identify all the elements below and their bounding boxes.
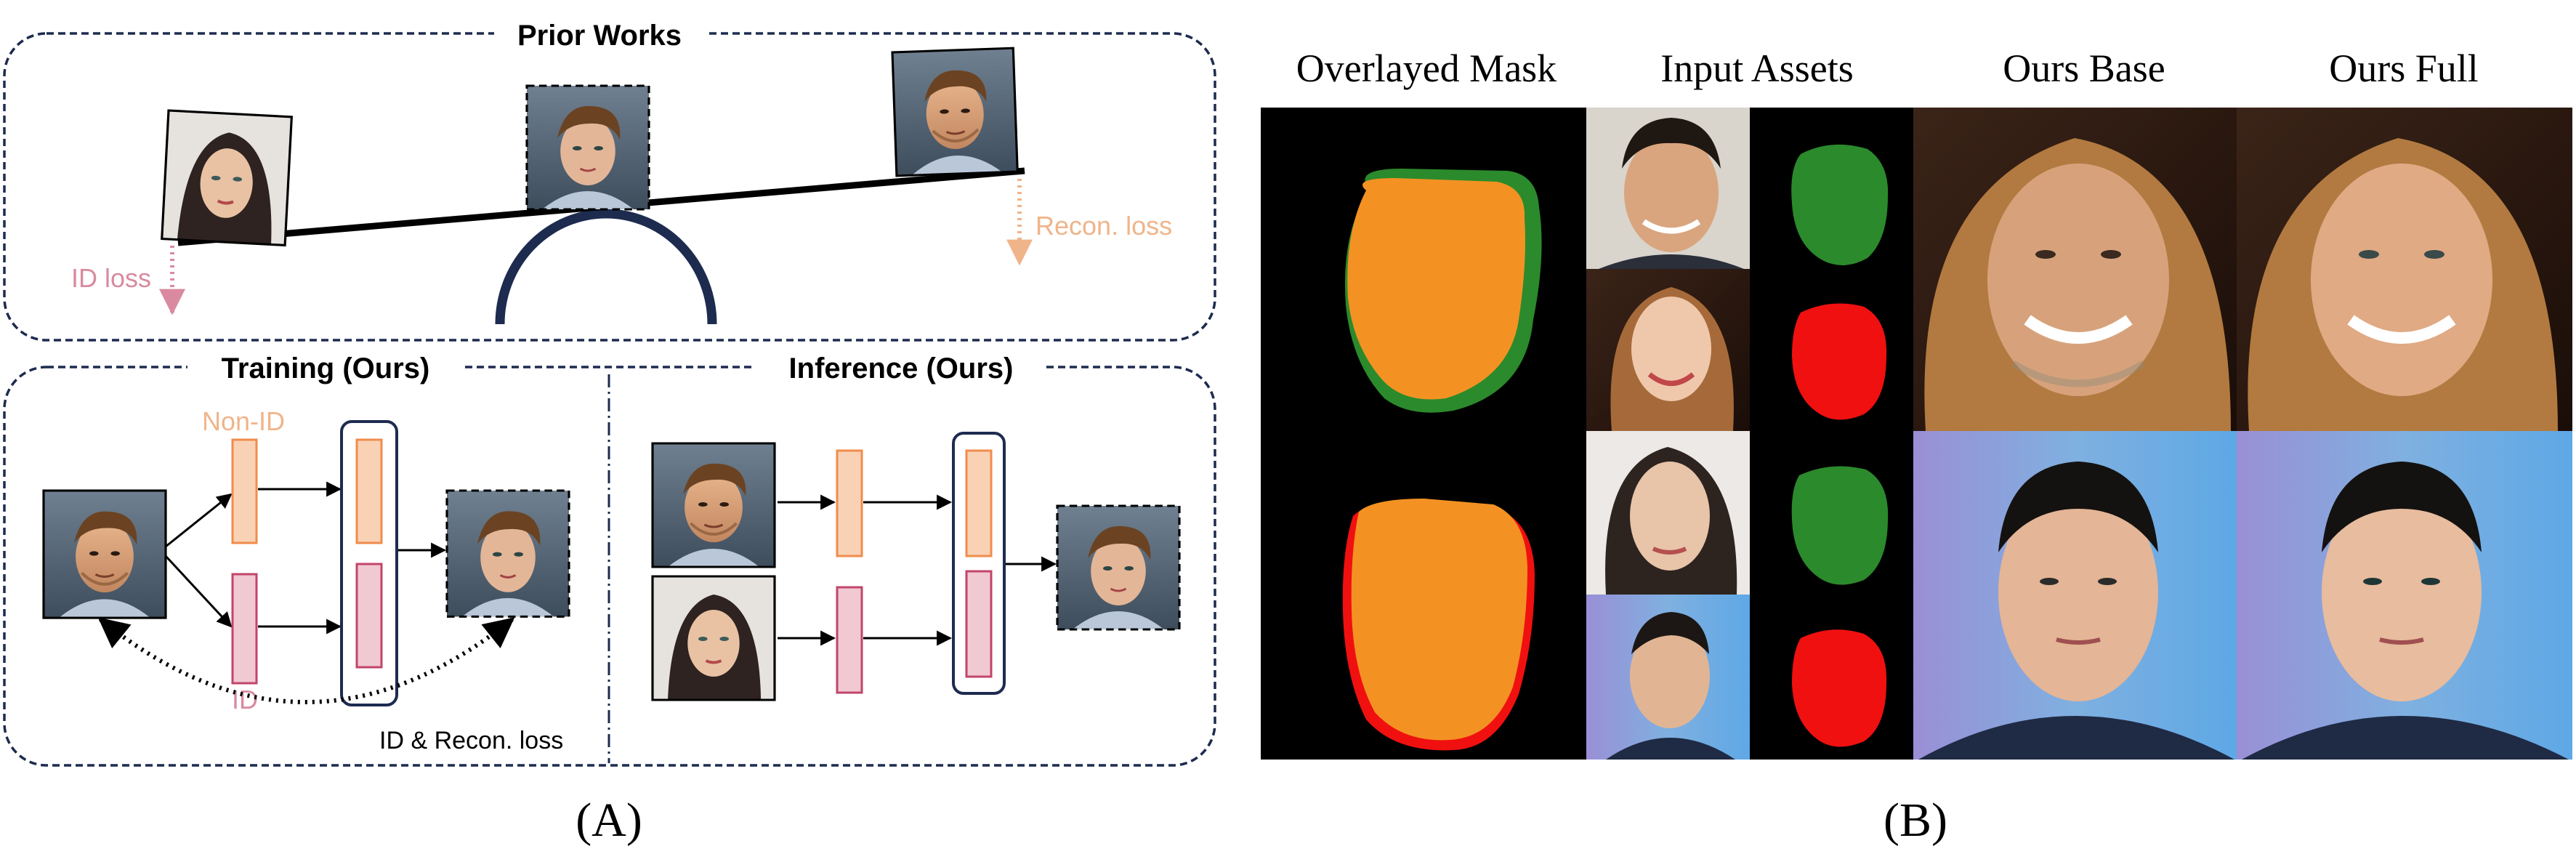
- inference-id-embedding: [836, 586, 863, 694]
- swapped-portrait-seesaw: [525, 84, 650, 211]
- input-asset-photo-1: [1586, 108, 1750, 269]
- mask-green-1: [1791, 144, 1889, 265]
- woman-portrait-seesaw: [162, 110, 292, 245]
- col-ours-base: Ours Base: [2003, 47, 2165, 90]
- id-recon-loss-curve: [97, 617, 515, 704]
- training-input-portrait: [44, 491, 166, 618]
- col-overlayed-mask: Overlayed Mask: [1296, 47, 1556, 90]
- inference-woman-portrait: [653, 576, 775, 700]
- id-recon-loss-label: ID & Recon. loss: [379, 727, 563, 754]
- mask-green-2: [1791, 466, 1889, 585]
- seesaw-fulcrum: [495, 209, 717, 325]
- col-ours-full: Ours Full: [2329, 47, 2479, 90]
- training-title: Training (Ours): [222, 353, 430, 384]
- training-output-portrait: [445, 489, 570, 618]
- panel-b-caption: (B): [1883, 794, 1947, 847]
- ours-frame: [3, 366, 1216, 767]
- col-input-assets: Input Assets: [1660, 47, 1854, 90]
- input-asset-photo-3: [1586, 431, 1750, 595]
- recon-loss-label: Recon. loss: [1035, 211, 1172, 241]
- panel-b: Overlayed Mask Input Assets Ours Base Ou…: [1261, 47, 2572, 847]
- ours-full-row1: [2237, 108, 2572, 431]
- arrow-to-non-id: [165, 493, 233, 548]
- panel-a-caption: (A): [576, 794, 642, 847]
- ours-base-row1: [1913, 108, 2237, 431]
- ours-base-row2: [1913, 431, 2237, 760]
- mask-red-2: [1792, 629, 1887, 747]
- non-id-label: Non-ID: [202, 406, 285, 436]
- prior-works-title: Prior Works: [517, 20, 682, 52]
- panel-a: Prior Works ID loss Recon. loss Training…: [3, 16, 1216, 847]
- id-loss-label: ID loss: [71, 263, 151, 293]
- man-portrait-seesaw: [892, 48, 1017, 176]
- input-asset-photo-2: [1586, 269, 1750, 431]
- inference-output-portrait: [1056, 504, 1181, 631]
- inference-man-portrait: [653, 443, 775, 567]
- id-label: ID: [232, 685, 258, 714]
- inference-title: Inference (Ours): [789, 353, 1014, 384]
- concat-block-training: [340, 420, 398, 706]
- input-asset-photo-4: [1586, 595, 1750, 760]
- arrow-to-id: [164, 555, 233, 628]
- ours-full-row2: [2237, 431, 2572, 760]
- mask-red-1: [1792, 303, 1887, 420]
- concat-block-inference: [952, 432, 1006, 695]
- id-embedding: [231, 573, 258, 685]
- non-id-embedding: [231, 438, 258, 544]
- inference-non-id-embedding: [836, 449, 863, 557]
